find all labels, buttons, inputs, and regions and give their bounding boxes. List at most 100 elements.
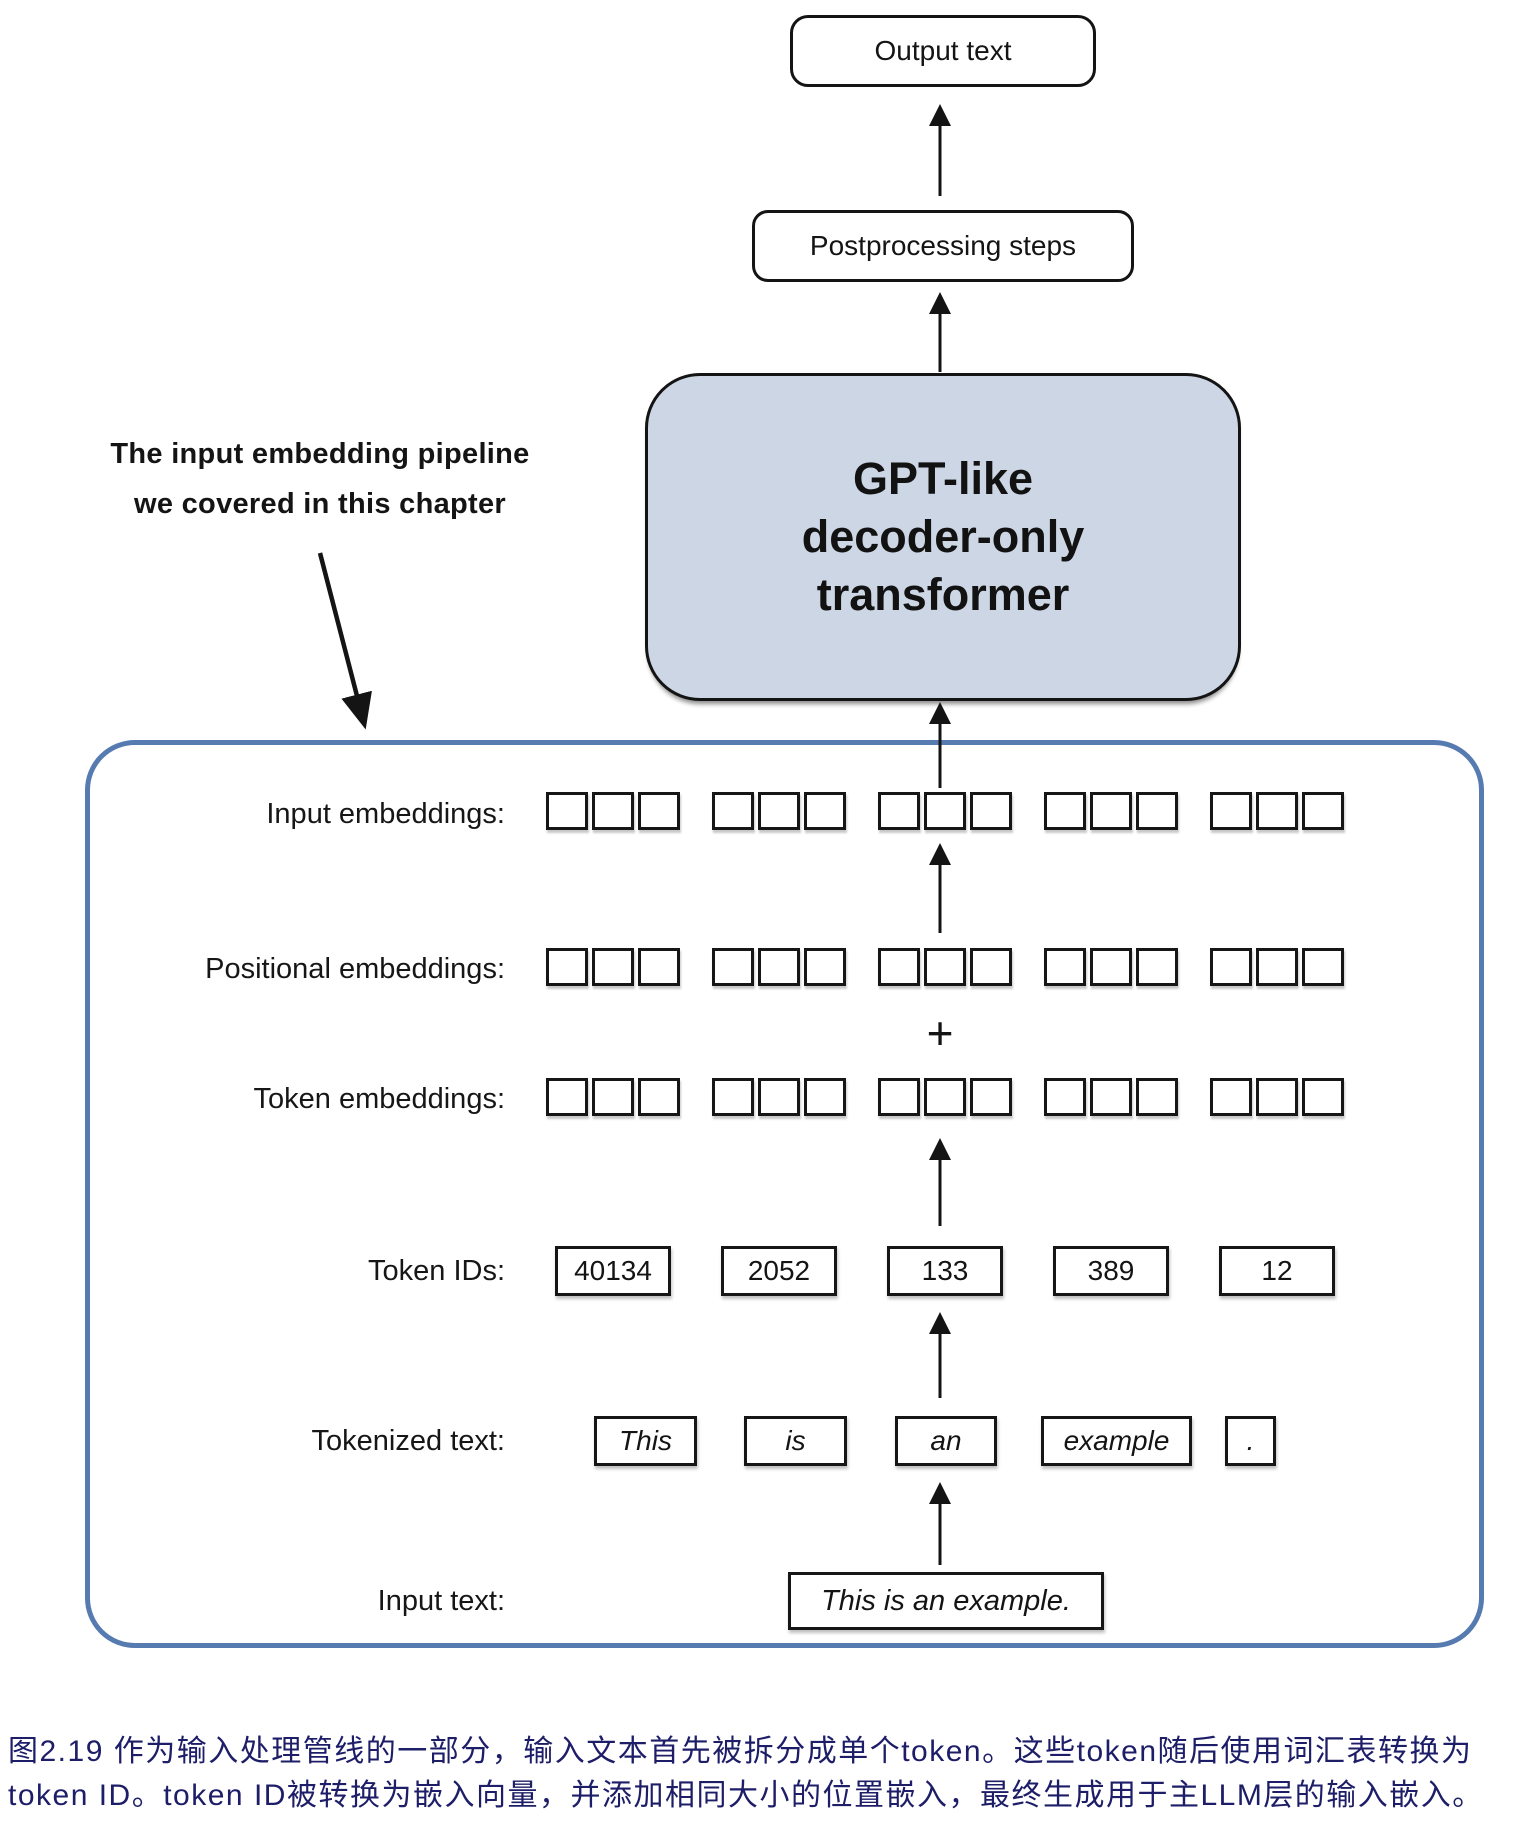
embedding-cell [878, 792, 920, 830]
embedding-vector-group [1210, 948, 1344, 986]
embedding-cell [804, 792, 846, 830]
token-id-box: 2052 [721, 1246, 837, 1296]
embedding-cell [924, 948, 966, 986]
embedding-cell [1136, 792, 1178, 830]
embedding-cell [804, 948, 846, 986]
token-embeddings-label: Token embeddings: [253, 1083, 506, 1115]
embedding-cell [1044, 1078, 1086, 1116]
embedding-vector-group [712, 948, 846, 986]
plus-sign: + [926, 1007, 954, 1059]
embedding-cell [878, 1078, 920, 1116]
embedding-cell [546, 1078, 588, 1116]
gpt-box-line3: transformer [816, 569, 1070, 620]
embedding-vector-group [1044, 792, 1178, 830]
embedding-vector-group [546, 792, 680, 830]
embedding-cell [970, 948, 1012, 986]
token-id-box: 133 [887, 1246, 1003, 1296]
embedding-cell [804, 1078, 846, 1116]
tokenized-text-label: Tokenized text: [311, 1425, 505, 1457]
embedding-cell [712, 792, 754, 830]
arrow-tokens-to-token-ids [929, 1312, 951, 1398]
gpt-decoder-box: GPT-like decoder-only transformer [645, 373, 1241, 701]
annotation-line2: we covered in this chapter [133, 488, 507, 520]
embedding-cell [638, 948, 680, 986]
embedding-cell [970, 1078, 1012, 1116]
embedding-vector-group [1044, 948, 1178, 986]
embedding-vector-group [712, 1078, 846, 1116]
token-box: an [895, 1416, 997, 1466]
embedding-cell [1044, 948, 1086, 986]
embedding-cell [758, 1078, 800, 1116]
token-id-box: 12 [1219, 1246, 1335, 1296]
embedding-cell [1256, 792, 1298, 830]
gpt-box-line2: decoder-only [801, 511, 1085, 562]
embedding-cell [1210, 1078, 1252, 1116]
embedding-vector-group [878, 1078, 1012, 1116]
gpt-box-line1: GPT-like [852, 453, 1034, 504]
embedding-cell [758, 792, 800, 830]
input-embeddings-label: Input embeddings: [266, 798, 505, 830]
positional-embeddings-squares [0, 948, 1514, 986]
embedding-cell [546, 792, 588, 830]
positional-embeddings-label: Positional embeddings: [205, 953, 505, 985]
embedding-cell [1090, 792, 1132, 830]
embedding-cell [638, 792, 680, 830]
embedding-vector-group [546, 948, 680, 986]
embedding-cell [924, 792, 966, 830]
embedding-vector-group [712, 792, 846, 830]
token-box: example [1041, 1416, 1192, 1466]
embedding-cell [1044, 792, 1086, 830]
embedding-cell [1256, 948, 1298, 986]
caption-line1: 图2.19 作为输入处理管线的一部分，输入文本首先被拆分成单个token。这些t… [8, 1735, 1473, 1768]
embedding-cell [592, 948, 634, 986]
token-id-box: 40134 [555, 1246, 671, 1296]
embedding-vector-group [878, 792, 1012, 830]
caption-line2: token ID。token ID被转换为嵌入向量，并添加相同大小的位置嵌入，最… [8, 1779, 1484, 1812]
embedding-cell [1302, 1078, 1344, 1116]
embedding-vector-group [1210, 1078, 1344, 1116]
embedding-vector-group [878, 948, 1012, 986]
embedding-cell [1090, 948, 1132, 986]
embedding-cell [712, 1078, 754, 1116]
arrow-token-ids-to-embeddings [929, 1138, 951, 1226]
input-embeddings-squares [0, 792, 1514, 830]
embedding-cell [1210, 948, 1252, 986]
embedding-cell [758, 948, 800, 986]
embedding-cell [592, 1078, 634, 1116]
annotation-line1: The input embedding pipeline [110, 438, 530, 470]
token-id-box: 389 [1053, 1246, 1169, 1296]
embedding-cell [1090, 1078, 1132, 1116]
arrow-postprocessing-to-output [929, 104, 951, 196]
embedding-cell [638, 1078, 680, 1116]
embedding-cell [1136, 948, 1178, 986]
embedding-cell [1302, 948, 1344, 986]
embedding-vector-group [1210, 792, 1344, 830]
postprocessing-box: Postprocessing steps [752, 210, 1134, 282]
embedding-cell [970, 792, 1012, 830]
embedding-cell [1136, 1078, 1178, 1116]
embedding-cell [592, 792, 634, 830]
annotation-arrow [317, 552, 372, 730]
embedding-vector-group [546, 1078, 680, 1116]
arrow-pipeline-to-gpt [929, 702, 951, 788]
arrow-sum-to-input-embeddings [929, 843, 951, 933]
embedding-vector-group [1044, 1078, 1178, 1116]
embedding-cell [1210, 792, 1252, 830]
token-ids-label: Token IDs: [368, 1255, 505, 1287]
embedding-cell [1302, 792, 1344, 830]
token-box: This [594, 1416, 697, 1466]
input-text-label: Input text: [377, 1585, 505, 1617]
token-box: . [1225, 1416, 1276, 1466]
arrow-input-text-to-tokens [929, 1482, 951, 1565]
embedding-cell [878, 948, 920, 986]
input-embedding-pipeline-container [85, 740, 1484, 1648]
embedding-cell [546, 948, 588, 986]
input-text-box: This is an example. [788, 1572, 1104, 1630]
embedding-cell [1256, 1078, 1298, 1116]
figure-caption: 图2.19 作为输入处理管线的一部分，输入文本首先被拆分成单个token。这些t… [8, 1730, 1510, 1818]
embedding-cell [712, 948, 754, 986]
arrow-gpt-to-postprocessing [929, 292, 951, 372]
token-box: is [744, 1416, 847, 1466]
embedding-cell [924, 1078, 966, 1116]
